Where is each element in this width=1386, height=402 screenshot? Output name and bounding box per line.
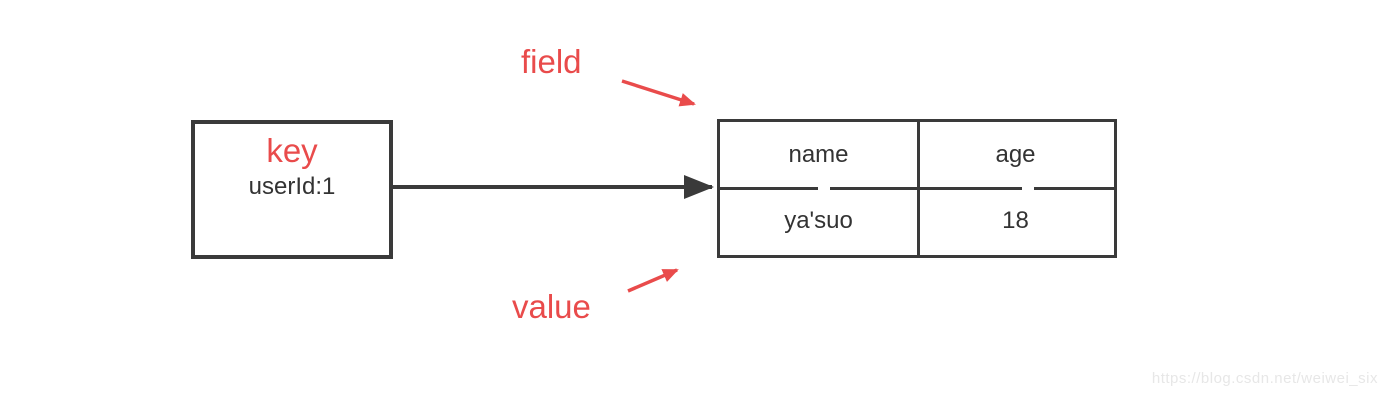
hash-table-grid: name age ya'suo 18 bbox=[720, 122, 1114, 255]
value-cell-name: ya'suo bbox=[784, 207, 853, 234]
key-box: key userId:1 bbox=[191, 120, 393, 259]
row-divider-segment bbox=[830, 187, 1022, 190]
key-box-value: userId:1 bbox=[248, 173, 336, 200]
value-label: value bbox=[512, 288, 591, 325]
row-divider-segment bbox=[720, 187, 818, 190]
header-cell-age: age bbox=[995, 140, 1036, 168]
key-box-title: key bbox=[266, 132, 318, 169]
watermark-url: https://blog.csdn.net/weiwei_six bbox=[1151, 370, 1378, 387]
value-cell-age: 18 bbox=[1002, 207, 1029, 234]
field-label: field bbox=[521, 43, 582, 80]
row-divider-segment bbox=[1034, 187, 1114, 190]
field-annotation-arrow bbox=[621, 79, 696, 107]
header-cell-name: name bbox=[788, 140, 849, 168]
value-annotation-arrow bbox=[627, 268, 679, 293]
hash-table: name age ya'suo 18 bbox=[717, 119, 1117, 258]
